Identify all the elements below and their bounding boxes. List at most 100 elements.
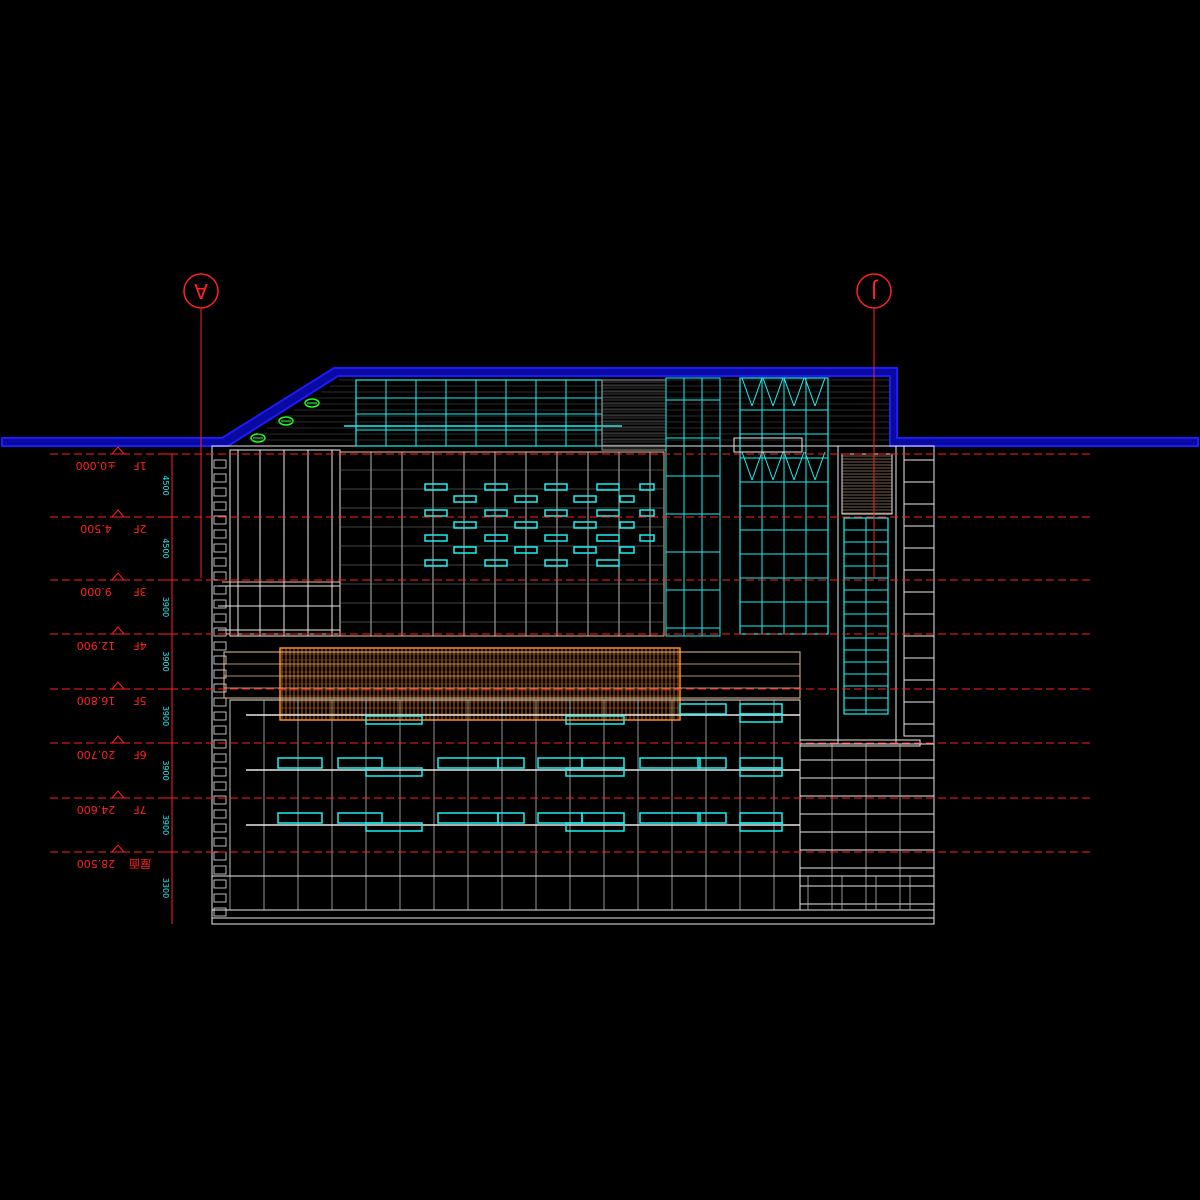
window-slot [544, 559, 568, 567]
window-slot [573, 495, 597, 503]
tower-diagonal [814, 451, 826, 481]
window-slot [453, 521, 477, 529]
left-edge-block [213, 515, 227, 525]
window-slot [596, 509, 620, 517]
dimension-value: 3900 [161, 815, 170, 835]
building-elevation [211, 377, 935, 925]
window-slot [544, 483, 568, 491]
left-edge-block [213, 907, 227, 917]
elevation-marker-icon [110, 572, 126, 581]
window-slot [514, 521, 538, 529]
window-slot [639, 483, 655, 491]
tower-diagonal [741, 451, 753, 481]
dimension-value: 3300 [161, 878, 170, 898]
left-edge-block [213, 781, 227, 791]
window-slot [544, 509, 568, 517]
tower-diagonal [751, 377, 763, 407]
level-3F: 9.000 3F 3900 [50, 572, 1090, 617]
window-slot [573, 546, 597, 554]
lower-window [697, 812, 727, 824]
dimension-value: 3900 [161, 597, 170, 617]
lower-window-sill [565, 822, 625, 832]
lower-window-sill [739, 713, 783, 723]
left-edge-block [213, 823, 227, 833]
axis-j-marker: J [856, 273, 892, 578]
floor-label: 2F [133, 522, 146, 535]
lower-window [679, 703, 727, 715]
left-edge-block [213, 893, 227, 903]
level-7F: 24.600 7F 3900 [50, 790, 1090, 835]
tower-band [733, 437, 803, 453]
tower-diagonal [762, 377, 774, 407]
floor-label: 3F [133, 585, 146, 598]
lower-window [337, 812, 383, 824]
elevation-marker-icon [110, 626, 126, 635]
tree-icon [278, 416, 294, 426]
window-slot [514, 495, 538, 503]
lower-window [277, 812, 323, 824]
lower-window-sill [739, 767, 783, 777]
tower-diagonal [783, 377, 795, 407]
tower-diagonal [793, 451, 805, 481]
elevation-value: ±0.000 [76, 459, 117, 472]
elevation-value: 24.600 [77, 803, 116, 816]
left-edge-block [213, 487, 227, 497]
elevation-value: 4.500 [80, 522, 112, 535]
floor-label: 1F [133, 459, 146, 472]
lower-window [697, 757, 727, 769]
lower-window-sill [565, 715, 625, 725]
lower-window [277, 757, 323, 769]
dimension-value: 4500 [161, 475, 170, 495]
left-edge-block [213, 711, 227, 721]
elevation-value: 12.900 [77, 639, 116, 652]
elevation-value: 20.700 [77, 748, 116, 761]
axis-a-marker: A [183, 273, 219, 578]
dimension-value: 3900 [161, 651, 170, 671]
elevation-value: 28.500 [77, 857, 116, 870]
elevation-marker-icon [110, 735, 126, 744]
floor-label: 7F [133, 803, 146, 816]
window-slot [484, 534, 508, 542]
level-1F: ±0.000 1F 4500 [50, 446, 1090, 496]
dimension-value: 3900 [161, 706, 170, 726]
window-slot [573, 521, 597, 529]
window-slot [453, 546, 477, 554]
floor-label: 6F [133, 748, 146, 761]
left-edge-block [213, 501, 227, 511]
lower-window [639, 812, 701, 824]
left-edge-block [213, 585, 227, 595]
window-slot [484, 483, 508, 491]
left-edge-block [213, 529, 227, 539]
window-slot [639, 509, 655, 517]
axis-a-label: A [194, 279, 208, 303]
left-edge-block [213, 613, 227, 623]
window-slot [484, 509, 508, 517]
left-edge-block [213, 837, 227, 847]
elevation-value: 9.000 [80, 585, 112, 598]
window-slot [596, 559, 620, 567]
window-slot [484, 559, 508, 567]
tower-diagonal [751, 451, 763, 481]
tower-diagonal [762, 451, 774, 481]
lower-window [497, 812, 525, 824]
window-slot [639, 534, 655, 542]
window-slot [596, 483, 620, 491]
left-edge-block [213, 599, 227, 609]
window-slot [424, 483, 448, 491]
tower-diagonal [772, 377, 784, 407]
window-slot [619, 546, 635, 554]
window-slot [424, 534, 448, 542]
elevation-marker-icon [110, 509, 126, 518]
lower-window [639, 757, 701, 769]
left-edge-block [213, 739, 227, 749]
tower-diagonal [783, 451, 795, 481]
tower-diagonal [793, 377, 805, 407]
window-slot [544, 534, 568, 542]
floor-label: 5F [133, 694, 146, 707]
axis-j-label: J [871, 279, 879, 303]
left-edge-block [213, 669, 227, 679]
